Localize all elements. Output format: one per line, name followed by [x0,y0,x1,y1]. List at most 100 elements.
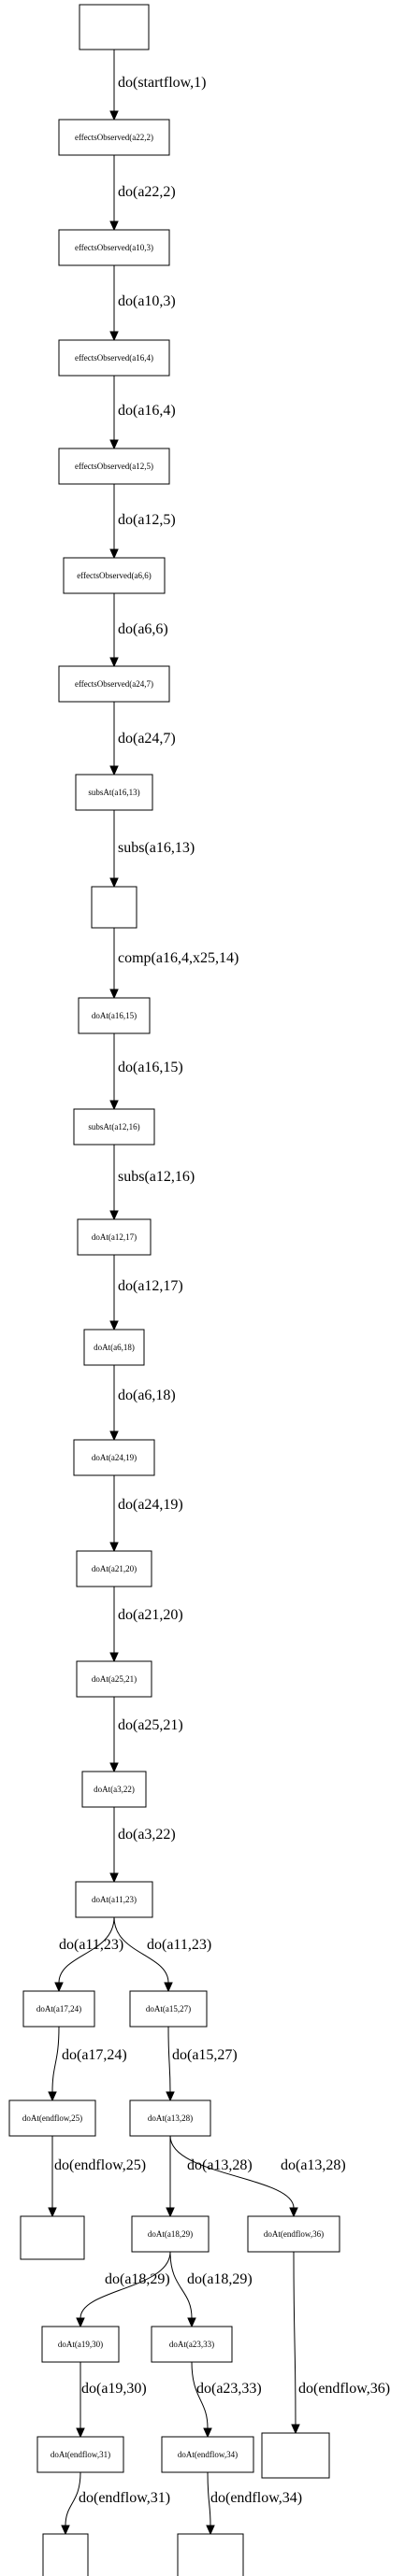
arrow-head [109,110,119,121]
node-label: doAt(a17,24) [36,2004,81,2014]
edge-n18-n20: do(a17,24) [48,2026,127,2102]
arrow-head [187,2317,196,2328]
node-label: doAt(a24,19) [92,1453,137,1462]
node-box [91,886,137,929]
edge-line [51,2026,60,2093]
arrow-head [109,1430,119,1442]
node-box [261,2432,330,2479]
node-n14: doAt(a21,20) [76,1550,152,1587]
node-n27 [261,2432,330,2479]
node-n30 [42,2533,89,2576]
arrow-head [289,2207,298,2218]
node-label: doAt(a18,29) [148,2229,193,2239]
node-label: effectsObserved(a16,4) [75,353,153,363]
edge-n16-n17: do(a3,22) [109,1807,176,1884]
edge-label: do(a12,5) [118,512,176,528]
node-n3: effectsObserved(a16,4) [58,339,170,377]
edge-n24-n27: do(endflow,36) [291,2251,390,2435]
edge-line [167,2026,171,2093]
node-n20: doAt(endflow,25) [8,2099,96,2137]
edge-line [65,2471,81,2526]
node-label: doAt(endflow,25) [22,2113,82,2123]
edge-n21-n23: do(a13,28) [166,2136,253,2218]
edge-n23-n25: do(a18,29) [76,2251,171,2328]
edge-n25-n28: do(a19,30) [76,2362,147,2439]
node-n10: subsAt(a12,16) [73,1108,155,1146]
edge-label: do(a6,18) [118,1388,176,1403]
edge-label: do(a11,23) [147,1937,211,1953]
edge-n12-n13: do(a6,18) [109,1365,176,1442]
node-label: doAt(a19,30) [58,2340,103,2349]
node-box [58,448,170,485]
node-box [58,665,170,703]
edge-label: do(a3,22) [118,1827,176,1843]
node-label: doAt(endflow,31) [51,2450,110,2459]
node-box [58,339,170,377]
edge-n6-n7: do(a24,7) [109,702,176,776]
edge-label: do(endflow,36) [298,2381,390,2397]
node-box [41,2326,120,2363]
arrow-head [109,1100,119,1111]
edge-layer: do(startflow,1)do(a22,2)do(a10,3)do(a16,… [48,50,390,2536]
node-box [8,2099,96,2137]
node-n12: doAt(a6,18) [83,1329,145,1366]
node-layer: effectsObserved(a22,2)effectsObserved(a1… [8,4,340,2576]
node-n11: doAt(a12,17) [77,1218,152,1256]
node-box [63,557,166,594]
node-box [22,1990,95,2028]
edge-n28-n30: do(endflow,31) [61,2471,170,2536]
arrow-head [203,2427,212,2439]
node-label: doAt(a21,20) [92,1564,137,1573]
edge-n13-n14: do(a24,19) [109,1475,183,1553]
node-box [77,1218,152,1256]
edge-n20-n22: do(endflow,25) [48,2136,146,2218]
node-n2: effectsObserved(a10,3) [58,229,170,266]
node-label: doAt(a11,23) [92,1895,137,1904]
edge-n3-n4: do(a16,4) [109,376,176,450]
node-label: effectsObserved(a24,7) [75,679,153,689]
node-box [129,1990,208,2028]
edge-label: do(a10,3) [118,293,176,309]
node-label: doAt(a12,17) [92,1232,137,1242]
node-label: doAt(endflow,36) [264,2229,324,2239]
edge-label: do(a19,30) [81,2381,147,2397]
arrow-head [76,2427,85,2439]
arrow-head [166,2207,175,2218]
node-n23: doAt(a18,29) [131,2215,210,2253]
edge-n29-n31: do(endflow,34) [206,2471,302,2536]
edge-n8-n9: comp(a16,4,x25,14) [109,928,239,1000]
edge-n2-n3: do(a10,3) [109,265,176,342]
node-n24: doAt(endflow,36) [247,2215,340,2253]
node-label: subsAt(a16,13) [88,788,139,797]
arrow-head [48,2207,57,2218]
arrow-head [61,2525,70,2536]
node-n0 [79,4,150,50]
node-label: effectsObserved(a12,5) [75,462,153,471]
edge-n23-n26: do(a18,29) [169,2251,253,2328]
edge-line [80,2251,171,2319]
arrow-head [109,1320,119,1331]
arrow-head [109,1542,119,1553]
edge-n1-n2: do(a22,2) [109,155,176,232]
edge-n19-n21: do(a15,27) [166,2026,238,2102]
node-label: subsAt(a12,16) [88,1122,139,1131]
edge-label: do(a25,21) [118,1717,183,1733]
edge-label: do(a24,7) [118,731,176,747]
node-n5: effectsObserved(a6,6) [63,557,166,594]
node-label: doAt(a25,21) [92,1674,137,1684]
node-box [78,997,151,1034]
node-box [81,1771,147,1808]
edge-label: do(a18,29) [187,2271,253,2287]
node-n4: effectsObserved(a12,5) [58,448,170,485]
node-n17: doAt(a11,23) [75,1881,153,1918]
node-n16: doAt(a3,22) [81,1771,147,1808]
arrow-head [109,548,119,560]
node-box [247,2215,340,2253]
arrow-head [109,877,119,889]
node-box [73,1439,155,1476]
node-n7: subsAt(a16,13) [75,774,153,811]
node-box [76,1550,152,1587]
node-box [75,1881,153,1918]
node-n9: doAt(a16,15) [78,997,151,1034]
